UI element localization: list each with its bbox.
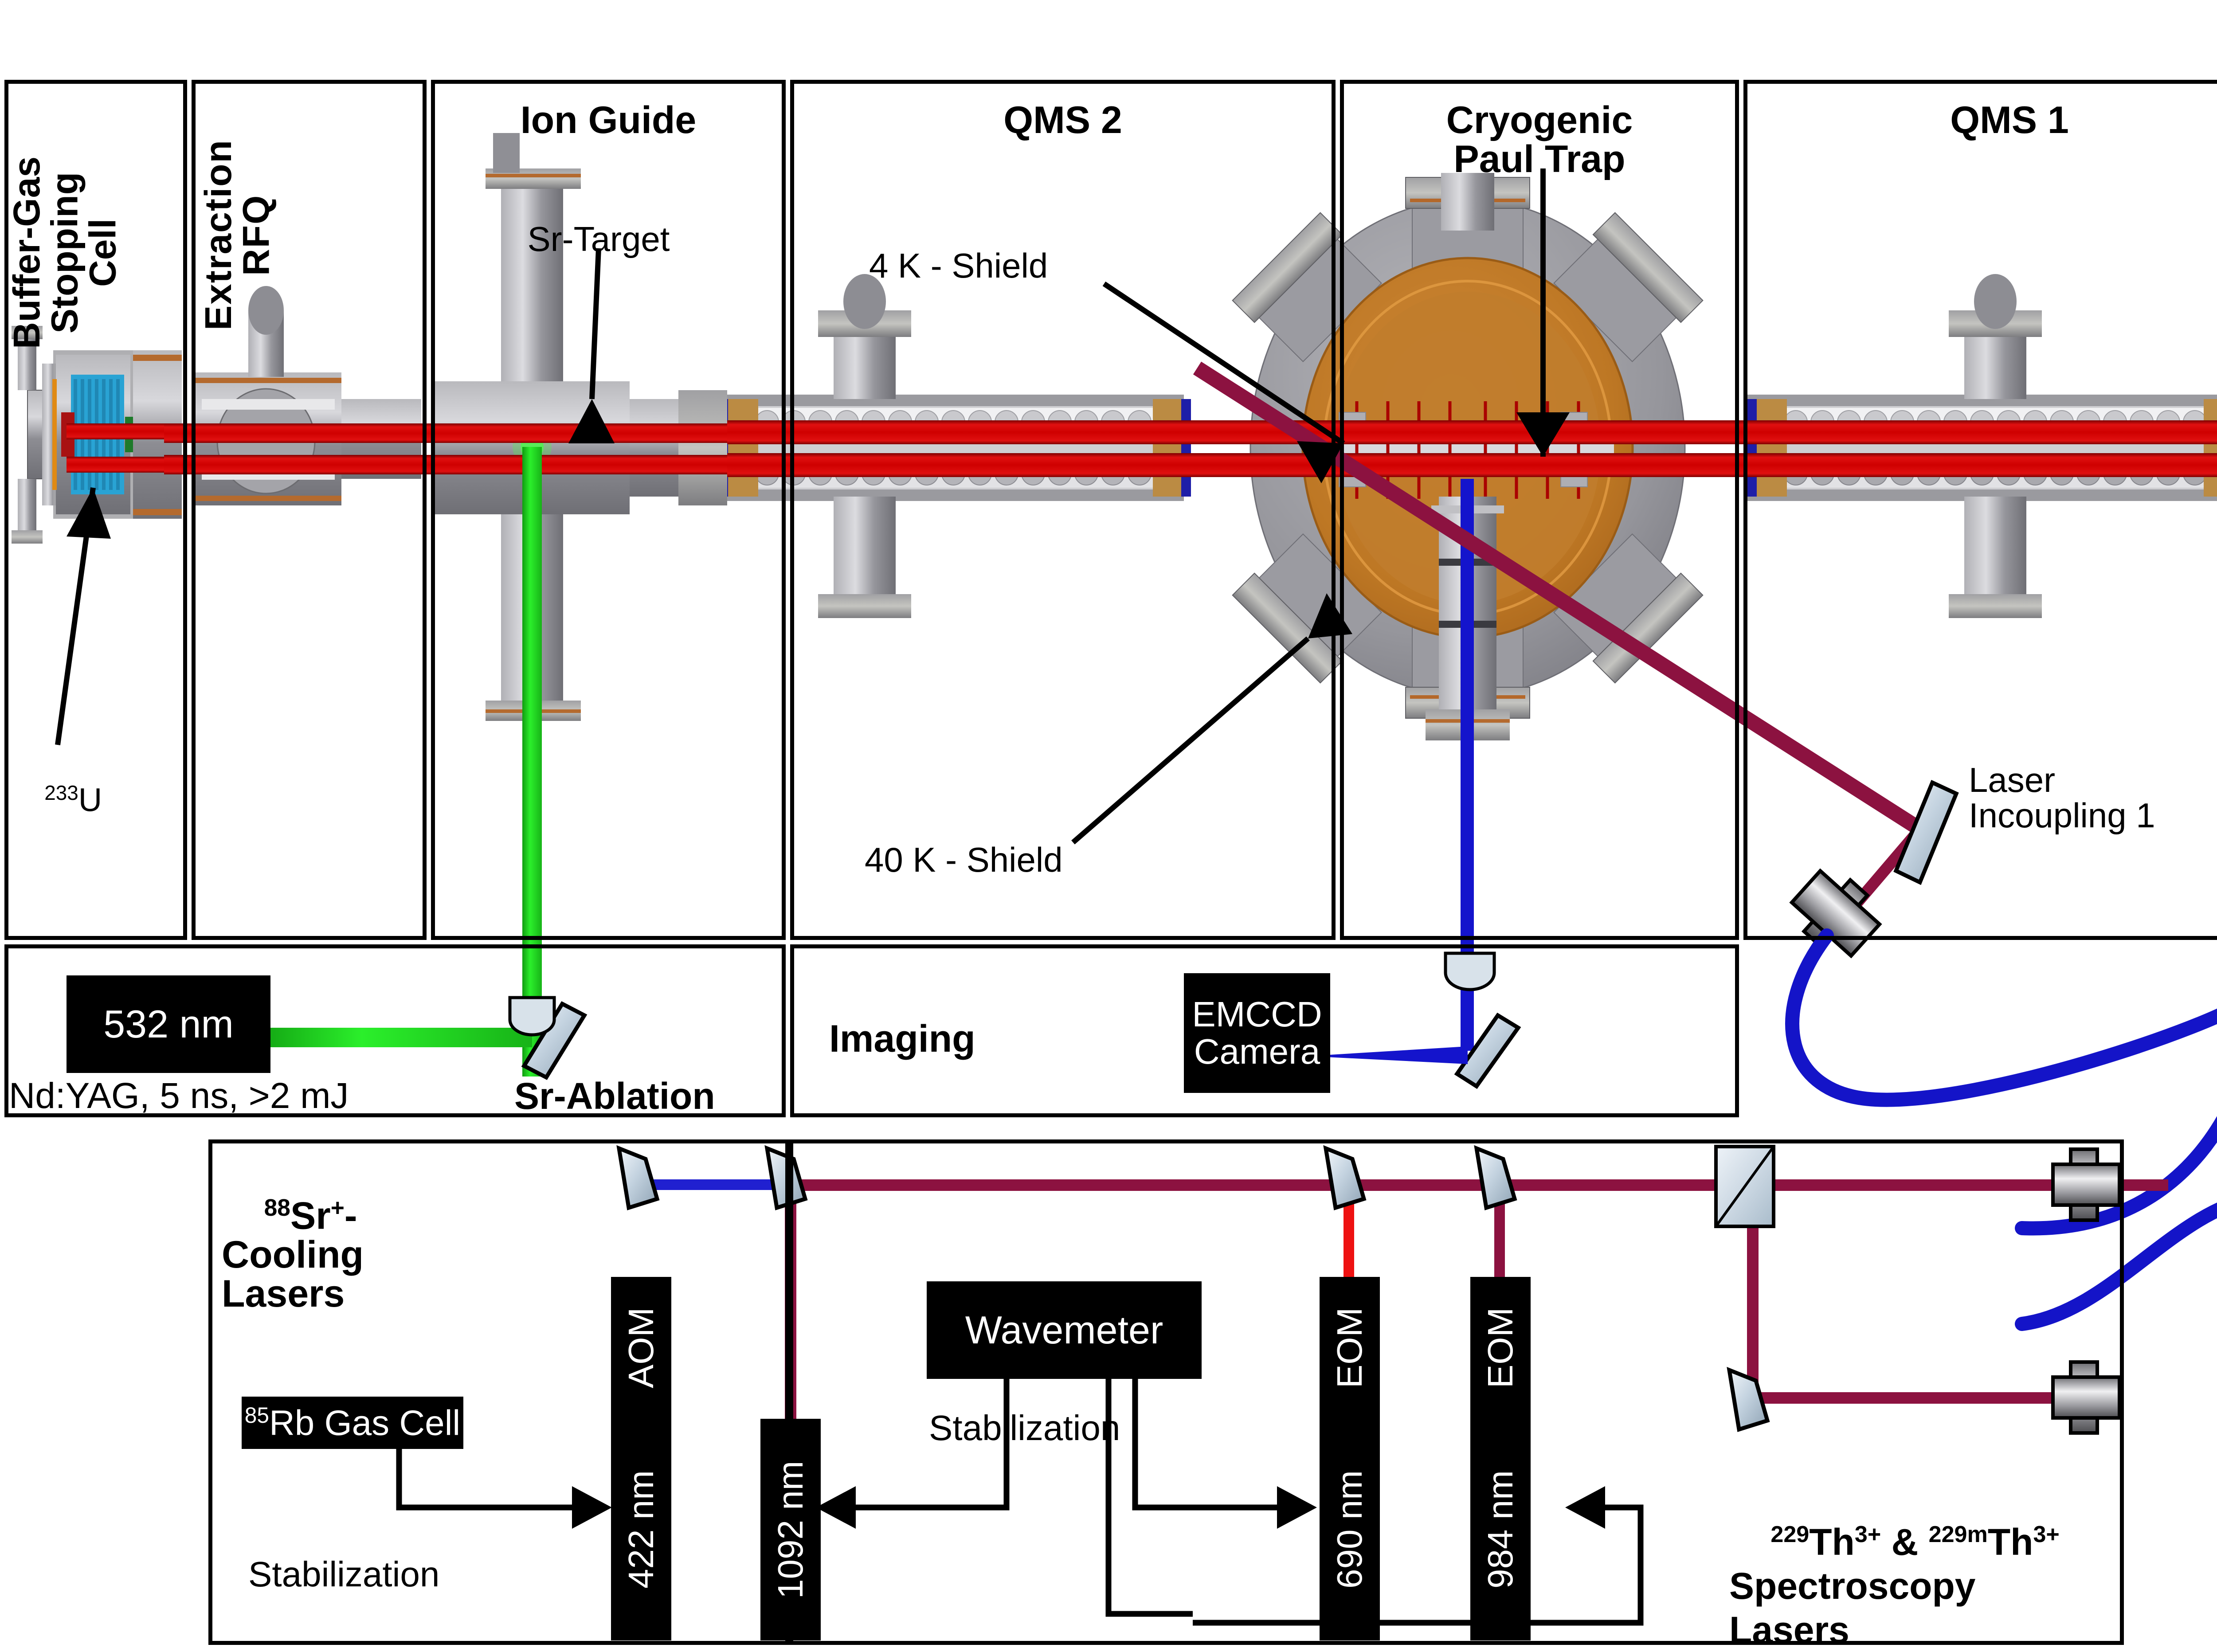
cooling-lasers-title-rest: - Cooling Lasers [222,1194,364,1315]
aom-box: AOM [611,1277,671,1419]
rb85-mass-number: 85 [244,1403,269,1428]
sr-charge: + [330,1194,345,1221]
callout-u233: 233U [8,749,102,850]
panel-qms-1 [1743,80,2217,940]
panel-spectroscopy-lasers [789,1139,2124,1645]
ampersand: & [1881,1521,1929,1563]
spectroscopy-lasers-title-rest: Spectroscopy Lasers [1729,1565,1976,1651]
callout-4k-shield: 4 K - Shield [869,246,1048,285]
panel-cryogenic-paul-trap [1340,80,1739,940]
u233-symbol: U [78,782,102,819]
panel-qms-2 [790,80,1336,940]
laser-box-1092nm: 1092 nm [760,1419,821,1640]
th-charge-2: 3+ [2033,1522,2060,1548]
wavemeter-box: Wavemeter [927,1281,1202,1379]
laser-box-422nm: 422 nm [611,1419,671,1640]
sr88-mass-number: 88 [264,1194,290,1221]
th229m-mass-number: 229m [1928,1522,1988,1548]
u233-mass-number: 233 [44,781,78,805]
panel-sr-ablation [4,944,786,1117]
panel-cooling-lasers [208,1139,789,1645]
rb85-gas-cell-label: Rb Gas Cell [269,1403,461,1443]
emccd-camera-box: EMCCD Camera [1184,973,1330,1093]
panel-title-extraction-rfq: Extraction RFQ [197,139,277,331]
cooling-lasers-title: 88Sr+- Cooling Lasers [222,1157,364,1352]
panel-ion-guide [431,80,786,940]
th-symbol-1: Th [1809,1521,1855,1563]
callout-sr-target: Sr-Target [527,219,670,258]
sr-ablation-panel-label: Sr-Ablation [514,1075,715,1117]
sr-symbol: Sr [290,1194,331,1237]
th229-mass-number: 229 [1770,1522,1810,1548]
callout-laser-incoupling-1: Laser Incoupling 1 [1969,760,2155,835]
panel-title-ion-guide: Ion Guide [520,99,697,141]
laser-box-984nm: 984 nm [1470,1419,1531,1640]
nd-yag-spec-text: Nd:YAG, 5 ns, >2 mJ [9,1076,349,1116]
panel-title-qms-1: QMS 1 [1950,99,2069,141]
panel-imaging [790,944,1739,1117]
rb85-gas-cell-box: 85Rb Gas Cell [242,1397,463,1449]
panel-title-buffer-gas-stopping-cell: Buffer-Gas Stopping Cell [6,156,124,349]
panel-buffer-gas-stopping-cell [4,80,187,940]
panel-title-qms-2: QMS 2 [1003,99,1122,141]
panel-title-cryogenic-paul-trap: Cryogenic Paul Trap [1446,99,1633,180]
laser-box-690nm: 690 nm [1320,1419,1380,1640]
callout-40k-shield: 40 K - Shield [865,840,1063,879]
th-charge-1: 3+ [1854,1522,1881,1548]
eom-box-984: EOM [1470,1277,1531,1419]
th-symbol-2: Th [1987,1521,2033,1563]
laser-box-532nm: 532 nm [67,975,270,1073]
eom-box-690: EOM [1320,1277,1380,1419]
stabilization-label-left: Stabilization [248,1554,440,1594]
spectroscopy-lasers-title: 229Th3+ & 229mTh3+Spectroscopy Lasers [1729,1476,2060,1652]
stabilization-label-middle: Stabilization [929,1408,1120,1448]
panel-extraction-rfq [192,80,427,940]
imaging-panel-label: Imaging [829,1018,975,1060]
